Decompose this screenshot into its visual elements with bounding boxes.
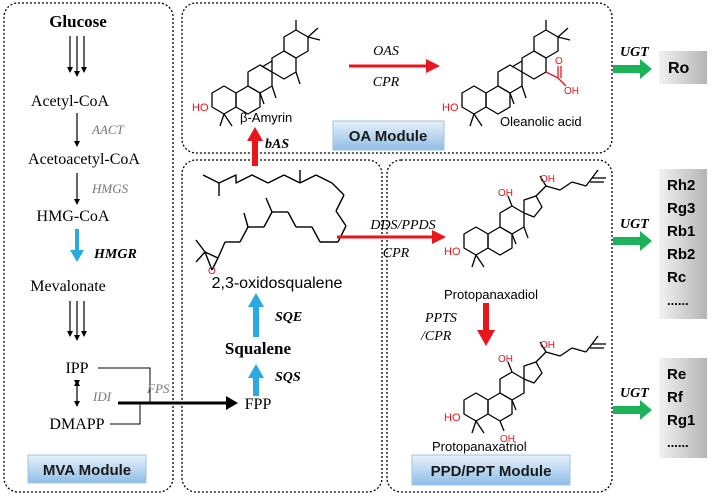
oa-module-box: [181, 2, 613, 154]
ugt-arrow-ppd: [613, 231, 652, 251]
ppd-module-title: PPD/PPT Module: [431, 463, 552, 480]
beta-amyrin-label: β-Amyrin: [240, 110, 292, 125]
ppd-oh-chain: OH: [540, 174, 555, 185]
ppd-products-box: [659, 169, 707, 319]
dds-cpr-label: CPR: [383, 246, 410, 261]
center-module-box: [181, 159, 383, 493]
hmgs-label: HMGS: [91, 181, 129, 196]
fpp-label: FPP: [245, 396, 272, 413]
idi-label: IDI: [92, 389, 112, 404]
multi-step-arrow-1: [67, 36, 87, 77]
dmapp-label: DMAPP: [49, 416, 104, 433]
idi-arrow-up-head: [74, 380, 80, 386]
acetoacetyl-coa-label: Acetoacetyl-CoA: [28, 151, 140, 168]
fps-arrowhead: [226, 396, 238, 410]
ugt-arrow-ro: [613, 59, 652, 79]
product-more-ppt: ......: [667, 435, 689, 450]
glucose-label: Glucose: [49, 12, 107, 31]
ppt-oh-top: OH: [498, 354, 513, 365]
mva-module-box: [3, 2, 174, 493]
product-rc: Rc: [667, 269, 686, 286]
product-rb2: Rb2: [667, 246, 695, 263]
product-rb1: Rb1: [667, 223, 695, 240]
oas-label: OAS: [373, 44, 399, 59]
ugt-label-ro: UGT: [620, 45, 650, 60]
bas-arrow: [247, 127, 263, 166]
product-rh2: Rh2: [667, 177, 695, 194]
multi-step-arrow-2: [67, 301, 87, 341]
ppts-label: PPTS: [424, 311, 457, 326]
sqs-label: SQS: [275, 370, 301, 385]
ipp-connector: [98, 367, 151, 403]
dmapp-connector: [110, 403, 141, 425]
sqs-arrow: [248, 364, 264, 396]
mevalonate-label: Mevalonate: [30, 278, 106, 295]
oa-module-title: OA Module: [349, 128, 428, 145]
amyrin-ho: HO: [192, 102, 209, 114]
product-more-ppd: ......: [667, 293, 689, 308]
protopanaxadiol-label: Protopanaxadiol: [444, 287, 538, 302]
ppt-oh-chain: OH: [540, 340, 555, 351]
hmgr-label: HMGR: [93, 247, 137, 262]
oleanolic-acid-structure: [461, 20, 571, 127]
protopanaxatriol-structure: [463, 335, 606, 434]
ppt-oh-c6: OH: [500, 434, 515, 445]
bas-label: bAS: [265, 137, 289, 152]
product-re: Re: [667, 366, 686, 383]
ppd-oh-top: OH: [498, 188, 513, 199]
dds-label: DDS/PPDS: [369, 218, 435, 233]
oxidosqualene-label: 2,3-oxidosqualene: [212, 275, 343, 292]
ugt-label-ppt: UGT: [620, 386, 650, 401]
product-rg1: Rg1: [667, 412, 695, 429]
hmgr-arrow: [70, 229, 84, 262]
dds-arrowhead: [432, 230, 446, 244]
ppt-ho: HO: [444, 412, 461, 424]
fps-label: FPS: [146, 381, 170, 396]
oleanolic-acid-label: Oleanolic acid: [500, 114, 582, 129]
ppts-cpr-label: /CPR: [420, 329, 452, 344]
squalene-label: Squalene: [225, 339, 292, 358]
mva-module-label-bg: [27, 454, 147, 484]
ugt-label-ppd: UGT: [620, 217, 650, 232]
ugt-arrow-ppt: [613, 400, 652, 420]
sqe-label: SQE: [275, 310, 302, 325]
ppts-arrow: [477, 303, 495, 346]
ppt-products-box: [659, 358, 707, 458]
ppd-module-label-bg: [411, 454, 571, 486]
sqe-arrow: [248, 293, 264, 337]
product-ro: Ro: [668, 60, 690, 77]
oas-cpr-label: CPR: [373, 75, 400, 90]
aact-label: AACT: [91, 122, 125, 137]
acetyl-coa-label: Acetyl-CoA: [31, 93, 110, 110]
oas-arrowhead: [426, 59, 440, 73]
epoxide-oxygen: O: [208, 266, 216, 277]
hmg-coa-label: HMG-CoA: [37, 208, 110, 225]
ro-product-box: [659, 51, 707, 84]
protopanaxatriol-label: Protopanaxatriol: [432, 439, 527, 454]
carboxyl-o: O: [555, 56, 563, 67]
ipp-label: IPP: [65, 360, 88, 377]
carboxyl-group: [545, 66, 567, 87]
product-rg3: Rg3: [667, 200, 695, 217]
oa-module-label-bg: [332, 120, 445, 151]
mva-module-title: MVA Module: [43, 462, 131, 479]
ppd-ho: HO: [444, 246, 461, 258]
oleanolic-ho: HO: [442, 102, 459, 114]
carboxyl-oh: OH: [564, 86, 579, 97]
oxidosqualene-structure: [195, 170, 347, 271]
product-rf: Rf: [667, 389, 684, 406]
beta-amyrin-structure: [211, 20, 321, 127]
protopanaxadiol-structure: [463, 169, 606, 268]
